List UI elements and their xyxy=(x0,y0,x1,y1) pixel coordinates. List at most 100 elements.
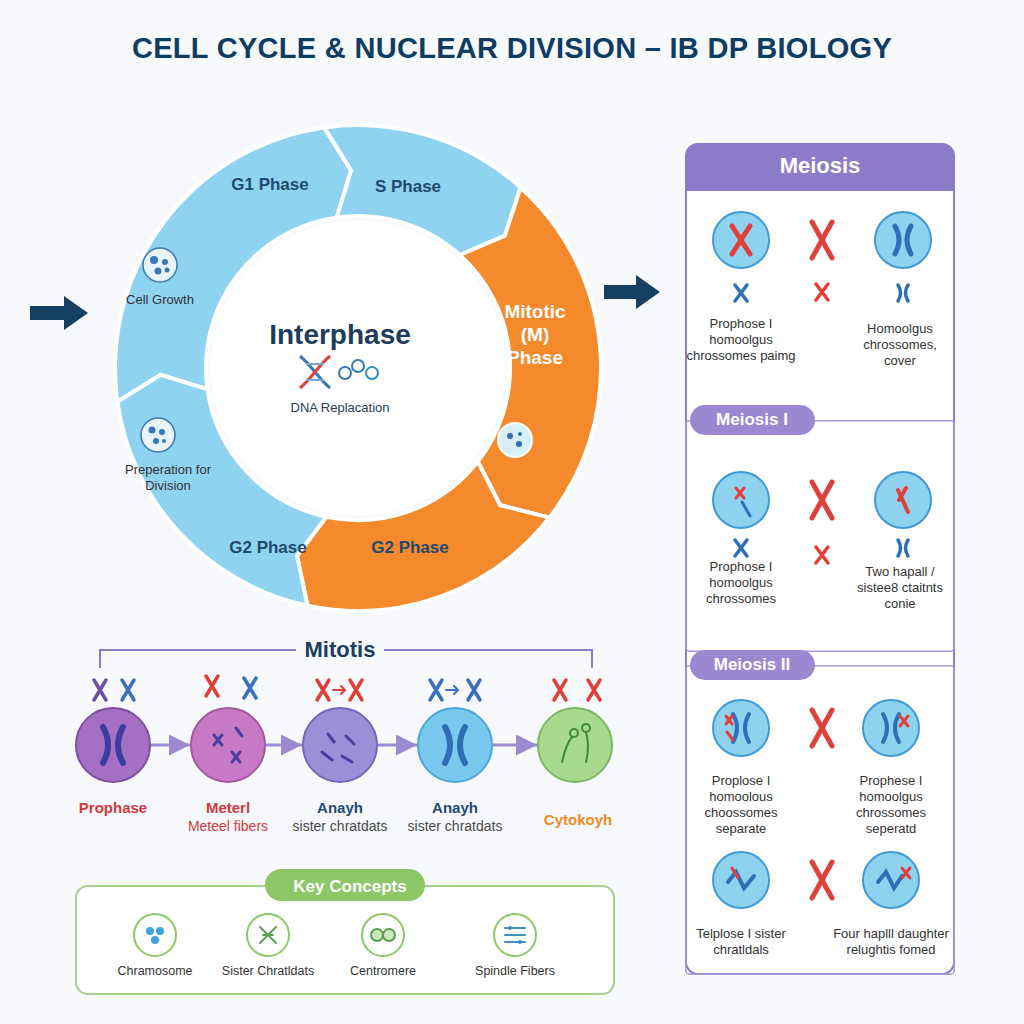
circle-outline xyxy=(134,914,176,956)
node-heading: S Phase xyxy=(358,177,458,198)
stage-circle: Anayhsister chratdats xyxy=(302,707,378,783)
cell-icon-dot xyxy=(162,259,168,265)
stage-arrow xyxy=(266,744,302,747)
node-heading: Cytokoyh xyxy=(523,811,633,829)
stage-arrow xyxy=(151,744,190,747)
meiosis-stage: Meiosis IIProplose I homoolous choossome… xyxy=(685,665,955,975)
node-outline xyxy=(302,707,378,783)
cell-icon-dot xyxy=(162,439,166,443)
node-heading: G1 Phase xyxy=(215,175,325,196)
dna-rung xyxy=(306,364,324,380)
stage-arrow xyxy=(493,744,537,747)
chromosome-glyph xyxy=(900,716,908,726)
node-outline xyxy=(190,707,266,783)
node-outline xyxy=(210,220,506,516)
panel-header xyxy=(686,144,954,191)
node-heading: Four haplll daughter relughtis fomed xyxy=(833,926,949,958)
chromosome-glyph xyxy=(902,868,910,878)
node-heading: Prophose I homoolgus chrossomes xyxy=(686,559,796,607)
concept-glyph xyxy=(260,927,276,943)
concepts-box: Key ConceptsChramosomeSister ChratldatsC… xyxy=(75,885,615,995)
chromosome-glyph xyxy=(812,482,832,518)
node-outline xyxy=(133,913,177,957)
chromosome-glyph xyxy=(812,710,832,746)
meiosis-stage: Meiosis IProphose I homoolgus chrossomes… xyxy=(685,420,955,652)
node-outline xyxy=(712,471,770,529)
cell-circle: Prophese I homoolgus chrossomes seperatd xyxy=(862,699,920,757)
node-body: Meteel fibers xyxy=(168,818,288,835)
node-heading: G2 Phase xyxy=(360,538,460,559)
chromosome-glyph xyxy=(244,678,256,698)
nucleotide-icon xyxy=(339,367,351,379)
mitosis-bracket xyxy=(100,650,592,668)
panel-frame xyxy=(686,144,954,974)
stage-circle: Cytokoyh xyxy=(537,707,613,783)
chromosome-glyph xyxy=(898,285,908,301)
chromosome-glyph xyxy=(322,734,354,762)
section-frame xyxy=(686,421,955,652)
node-outline xyxy=(493,913,537,957)
concept-glyph xyxy=(508,926,512,930)
cell-circle: Homoolgus chrossomes, cover xyxy=(874,211,932,269)
chromosome-glyph xyxy=(735,540,747,556)
entry-arrow xyxy=(30,296,88,330)
dna-strand xyxy=(300,356,330,388)
chromosome-glyph xyxy=(317,680,329,700)
node-heading: Meiosis xyxy=(720,153,920,180)
cell-circle: Prophose I homoolgus chrossomes paimg xyxy=(712,211,770,269)
node-heading: Anayh xyxy=(400,799,510,817)
cell-icon-dot xyxy=(153,438,159,444)
chromosome-glyph xyxy=(570,729,578,737)
chromosome-glyph xyxy=(735,285,747,301)
chromosome-glyph xyxy=(445,727,465,763)
node-heading: Prophose I homoolgus chrossomes paimg xyxy=(686,316,796,364)
cell-icon-dot xyxy=(165,268,170,273)
concept-icon: Chramosome xyxy=(133,913,177,957)
chromosome-glyph xyxy=(816,547,828,563)
chromosome-glyph xyxy=(732,226,750,254)
circle-outline xyxy=(247,914,289,956)
node-heading: Meiosis II xyxy=(690,655,815,676)
node-heading: Meiosis I xyxy=(690,410,815,431)
section-tab xyxy=(690,650,815,680)
node-heading: Mitotic (M) Phase xyxy=(493,300,577,370)
node-outline xyxy=(712,211,770,269)
node-outline xyxy=(685,143,955,975)
node-heading: Proplose I homoolous choossomes separate xyxy=(686,773,796,836)
node-heading: Homoolgus chrossomes, cover xyxy=(848,321,952,369)
stage-circle: Prophase xyxy=(75,707,151,783)
concept-glyph xyxy=(518,940,522,944)
meiosis-panel: MeiosisProphose I homoolgus chrossomes p… xyxy=(685,143,955,975)
chromosome-glyph xyxy=(732,868,738,878)
chromosome-glyph xyxy=(733,714,749,742)
cell-icon-dot xyxy=(159,429,165,435)
concept-glyph xyxy=(156,927,164,935)
movement-arrow xyxy=(333,686,345,694)
cell-icon xyxy=(143,248,177,282)
chromosome-glyph xyxy=(103,727,123,763)
node-body: sister chratdats xyxy=(395,818,515,835)
node-heading: Spindle Fibers xyxy=(455,964,575,979)
node-outline xyxy=(246,913,290,957)
diagram-title: CELL CYCLE & NUCLEAR DIVISION – IB DP BI… xyxy=(0,32,1024,65)
node-heading: Key Concepts xyxy=(270,877,430,898)
node-outline xyxy=(712,699,770,757)
cell-circle: Proplose I homoolous choossomes separate xyxy=(712,699,770,757)
node-heading: Meterl xyxy=(173,799,283,817)
chromosome-glyph xyxy=(812,862,832,898)
node-outline xyxy=(537,707,613,783)
cell-icon-dot xyxy=(149,427,156,434)
node-heading: Prophese I homoolgus chrossomes seperatd xyxy=(836,773,946,836)
cell-circle: Two hapall / sistee8 ctaitnts conie xyxy=(874,471,932,529)
node-outline xyxy=(685,420,955,652)
free-label: Mitotis xyxy=(290,637,390,664)
section-frame xyxy=(686,666,955,975)
node-heading: Prophase xyxy=(58,799,168,817)
stage-circle: Anayhsister chratdats xyxy=(417,707,493,783)
circle-outline xyxy=(538,708,612,782)
node-heading: Telplose I sister chratldals xyxy=(686,926,796,958)
circle-outline xyxy=(713,472,769,528)
node-heading: Anayh xyxy=(285,799,395,817)
